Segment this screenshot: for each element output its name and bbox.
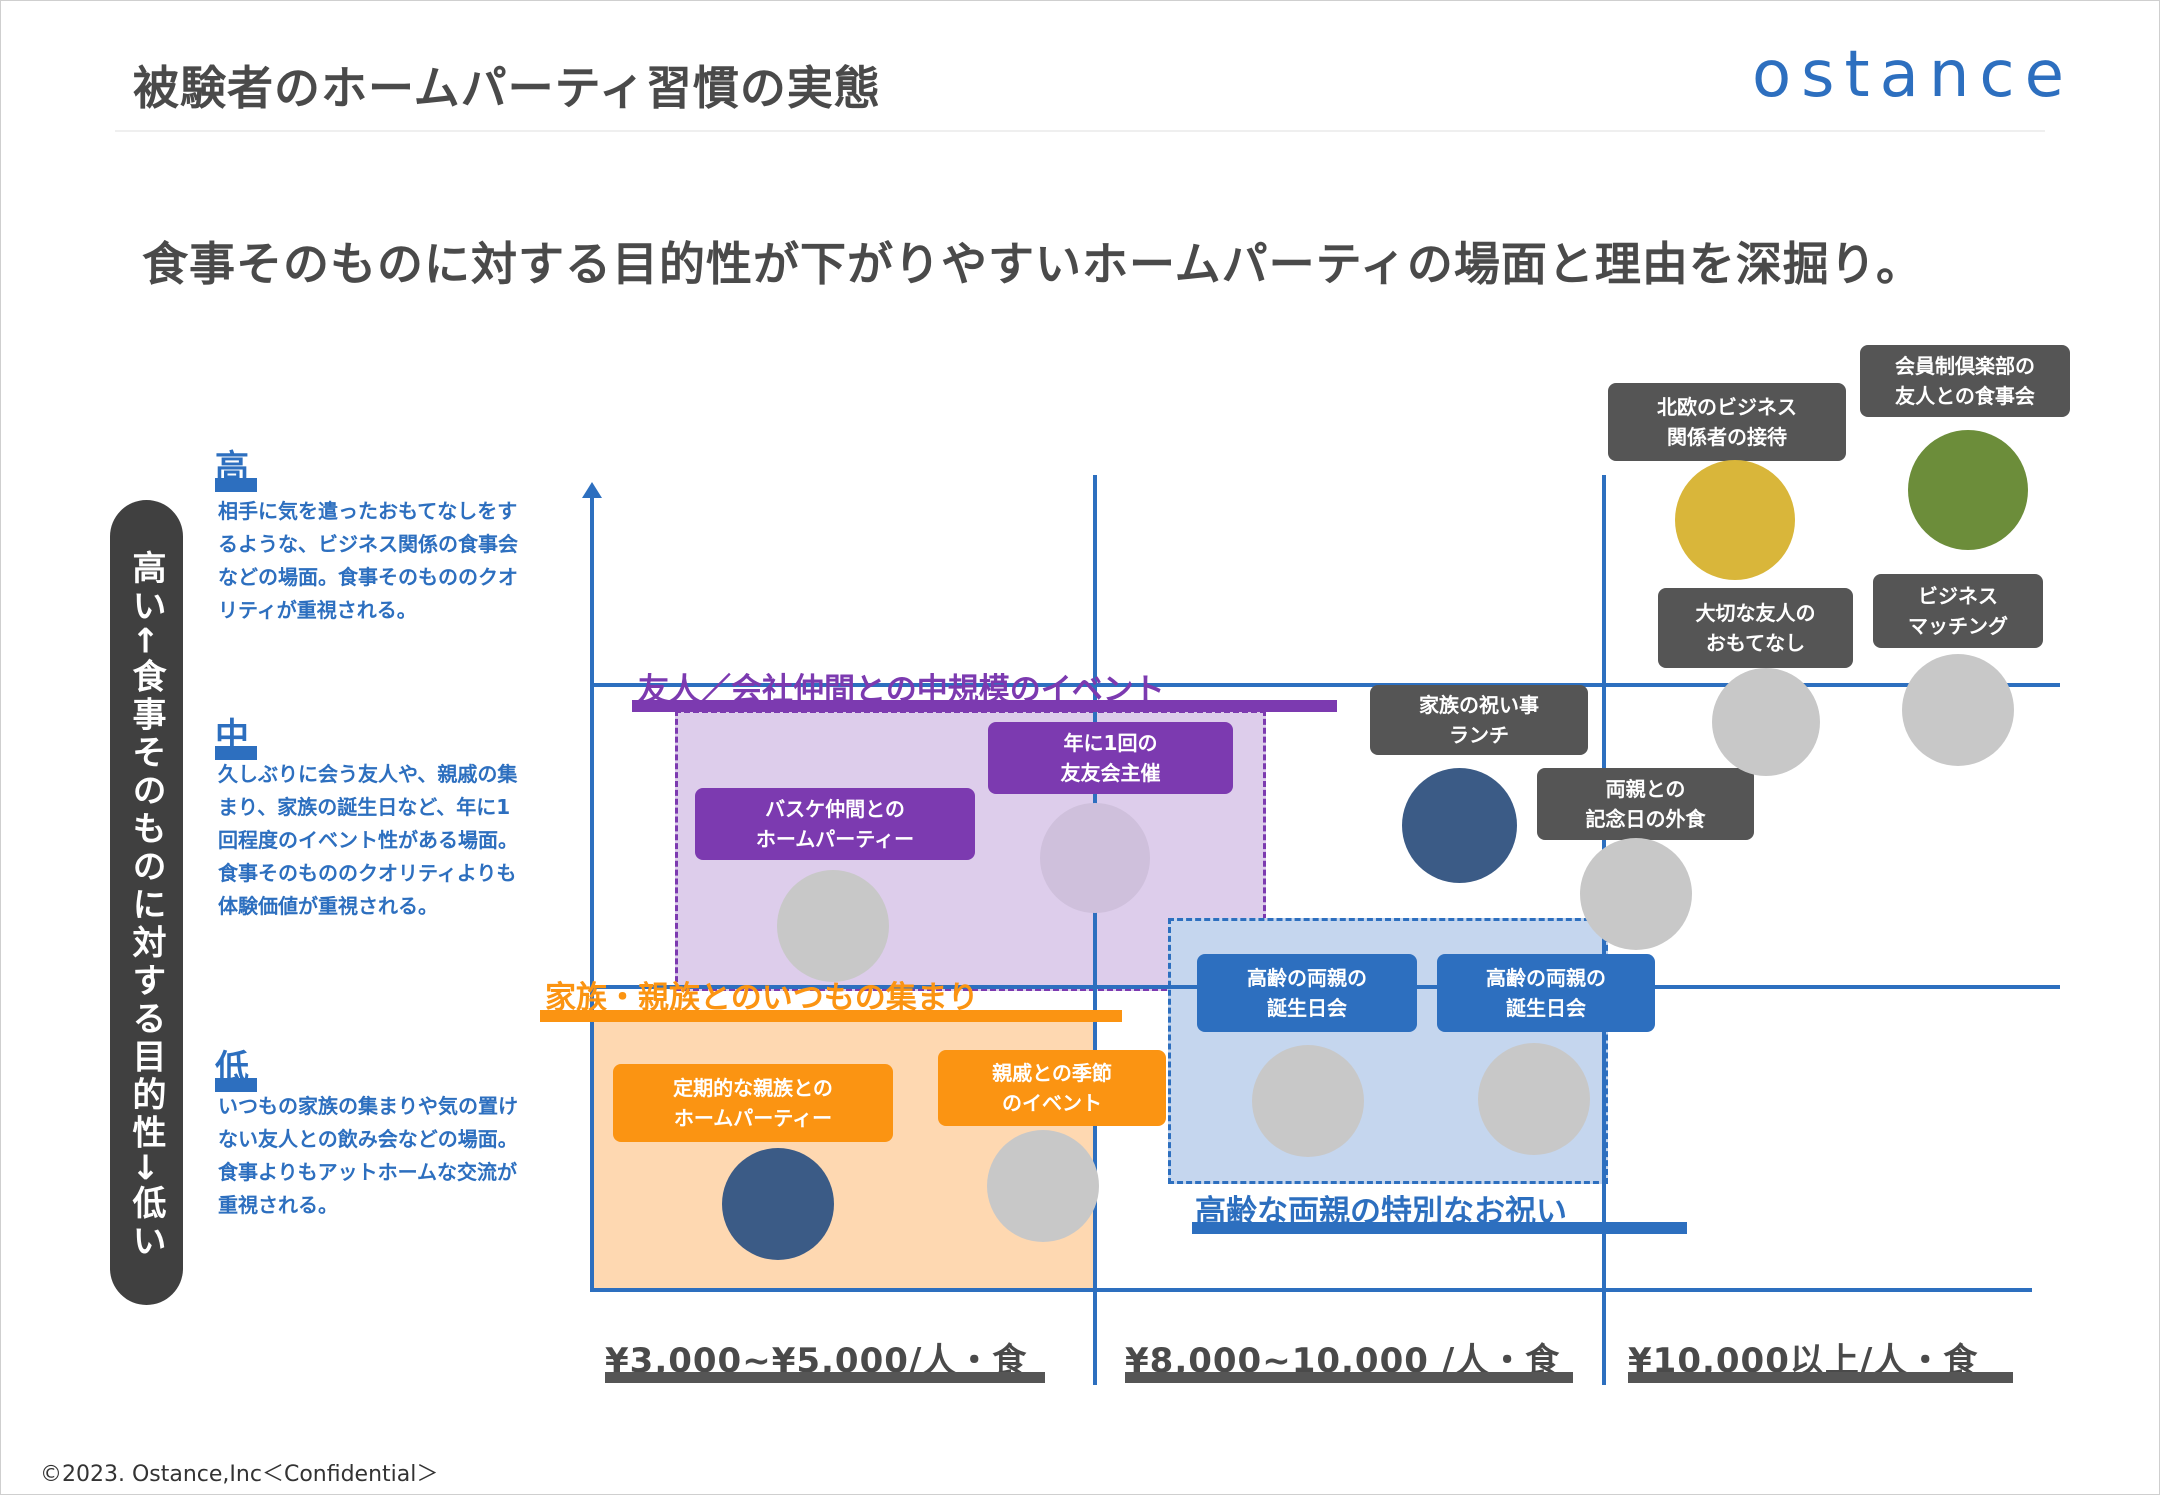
grid-line-high-mid (592, 683, 2060, 687)
participant-avatar (1675, 460, 1795, 580)
price-range-mid-bar (1125, 1372, 1573, 1383)
grid-line-price-1 (1093, 475, 1097, 1385)
case-seasonal-relatives-event: 親戚との季節 のイベント (938, 1050, 1166, 1126)
participant-avatar (1580, 838, 1692, 950)
participant-avatar (1402, 768, 1517, 883)
case-family-celebration-lunch: 家族の祝い事 ランチ (1370, 685, 1588, 755)
case-members-club-dinner: 会員制倶楽部の 友人との食事会 (1860, 345, 2070, 417)
case-business-entertainment: 北欧のビジネス 関係者の接待 (1608, 383, 1846, 461)
case-business-matching: ビジネス マッチング (1873, 574, 2043, 648)
participant-avatar (1908, 430, 2028, 550)
participant-avatar (1712, 668, 1820, 776)
level-mid-desc: 久しぶりに会う友人や、親戚の集まり、家族の誕生日など、年に1回程度のイベント性が… (218, 762, 518, 918)
ostance-logo: ostance (1752, 38, 2074, 112)
y-axis-label: 高い←食事そのものに対する目的性→低い (126, 549, 166, 1261)
case-basketball-party: バスケ仲間との ホームパーティー (695, 788, 975, 860)
footer-copyright: ©2023. Ostance,Inc＜Confidential＞ (40, 1462, 439, 1487)
price-range-low-bar (605, 1372, 1045, 1383)
zone-label-parents-bar (1192, 1222, 1687, 1234)
participant-avatar (722, 1148, 834, 1260)
case-regular-relatives-party: 定期的な親族との ホームパーティー (613, 1064, 893, 1142)
level-high-bar (215, 478, 257, 492)
price-range-high-bar (1628, 1372, 2013, 1383)
x-axis-line (592, 1288, 2032, 1292)
zone-label-mid-size-bar (632, 700, 1337, 712)
case-parents-birthday-1: 高齢の両親の 誕生日会 (1197, 954, 1417, 1032)
participant-avatar (1252, 1045, 1364, 1157)
case-parents-birthday-2: 高齢の両親の 誕生日会 (1437, 954, 1655, 1032)
participant-avatar (987, 1130, 1099, 1242)
participant-avatar (1040, 803, 1150, 913)
level-high-desc: 相手に気を遣ったおもてなしをするような、ビジネス関係の食事会などの場面。食事その… (218, 499, 518, 622)
participant-avatar (777, 870, 889, 982)
y-axis-line (590, 490, 594, 1292)
zone-label-family-bar (540, 1010, 1122, 1022)
level-low-desc: いつもの家族の集まりや気の置けない友人との飲み会などの場面。食事よりもアットホー… (218, 1094, 518, 1217)
level-mid-bar (215, 746, 257, 760)
case-annual-friends-event: 年に1回の 友友会主催 (988, 722, 1233, 794)
participant-avatar (1902, 654, 2014, 766)
page-title: 被験者のホームパーティ習慣の実態 (133, 61, 881, 115)
header-divider (115, 130, 2045, 132)
y-axis-arrowhead (582, 482, 602, 498)
participant-avatar (1478, 1043, 1590, 1155)
case-anniversary-dinner: 両親との 記念日の外食 (1537, 768, 1754, 840)
level-low-bar (215, 1078, 257, 1092)
y-axis-pill (110, 500, 183, 1305)
slide-subtitle: 食事そのものに対する目的性が下がりやすいホームパーティの場面と理由を深掘り。 (142, 237, 1923, 291)
case-important-friend: 大切な友人の おもてなし (1658, 588, 1853, 668)
